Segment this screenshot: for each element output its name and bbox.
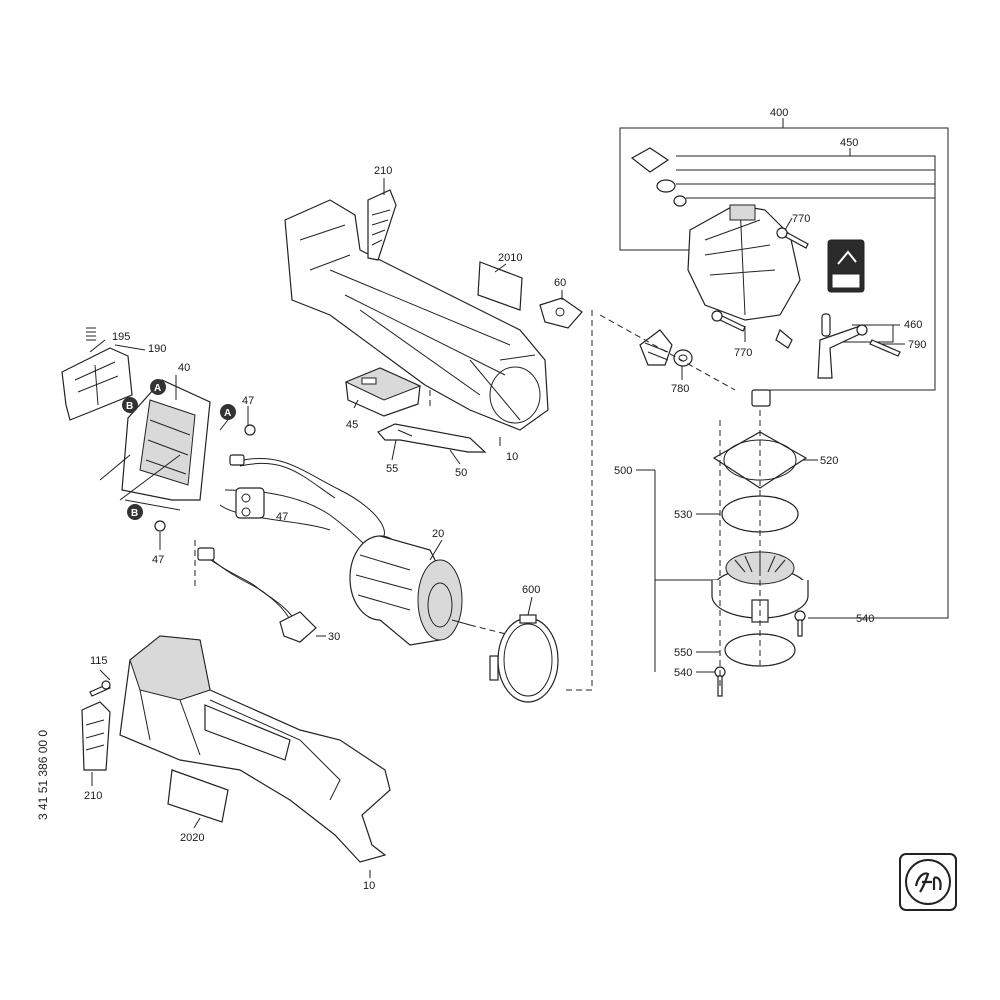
pcb-leader-lines: [89, 339, 249, 550]
callout-500: 500: [614, 465, 632, 477]
callout-45: 45: [346, 419, 358, 431]
callout-2010: 2010: [498, 252, 522, 264]
callout-47-middle: 47: [276, 511, 288, 523]
callout-47-upper: 47: [242, 395, 254, 407]
badge-a-1-text: A: [154, 383, 161, 394]
callout-770-top: 770: [792, 213, 810, 225]
callout-50: 50: [455, 467, 467, 479]
callout-550: 550: [674, 647, 692, 659]
screw-47-b: [154, 520, 166, 532]
spindle-lock-lever: [775, 313, 901, 379]
callout-20: 20: [432, 528, 444, 540]
led-part-60: [539, 297, 583, 329]
callout-770-bottom: 770: [734, 347, 752, 359]
badge-b-1-text: B: [126, 401, 133, 412]
callout-2020: 2020: [180, 832, 204, 844]
callout-40: 40: [178, 362, 190, 374]
callout-55: 55: [386, 463, 398, 475]
badge-b-2: [127, 504, 143, 520]
vent-grille-top: [367, 189, 397, 261]
callout-400: 400: [770, 107, 788, 119]
clamp-ring-600: [489, 614, 559, 703]
callout-190: 190: [148, 343, 166, 355]
reference-badges: A B A B: [122, 379, 236, 520]
callout-210-bottom: 210: [84, 790, 102, 802]
spring-195: [86, 327, 96, 341]
screw-540-right: [794, 610, 806, 637]
callout-10-lower: 10: [363, 880, 375, 892]
vent-grille-bottom: [81, 701, 111, 771]
badge-b-1: [122, 397, 138, 413]
label-plate-2020: [167, 769, 229, 823]
screws-770: [711, 227, 809, 332]
callout-540-bottom: 540: [674, 667, 692, 679]
callout-530: 530: [674, 509, 692, 521]
callout-195: 195: [112, 331, 130, 343]
badge-a-2-text: A: [224, 408, 231, 419]
screw-47-a: [244, 424, 256, 436]
callout-780: 780: [671, 383, 689, 395]
callout-60: 60: [554, 277, 566, 289]
pinion-and-bearing: [639, 329, 693, 367]
needle-bearing: [751, 389, 771, 407]
switch-cover-190: [61, 347, 133, 421]
electronics-block-45: [344, 367, 422, 417]
safety-label-icon: [827, 239, 865, 293]
wire-harness: [219, 454, 385, 546]
callout-450: 450: [840, 137, 858, 149]
badge-a-2: [220, 404, 236, 420]
label-plate-2010: [477, 261, 523, 311]
callout-600: 600: [522, 584, 540, 596]
gear-head-housing: [687, 204, 801, 321]
callout-labels: 400 450 770 770 460 790 780 500 520 530 …: [84, 107, 926, 892]
fein-logo-icon: [899, 853, 957, 911]
callout-540-right: 540: [856, 613, 874, 625]
bracket-55-50: [377, 423, 487, 453]
badge-b-2-text: B: [131, 508, 138, 519]
callout-210-top: 210: [374, 165, 392, 177]
label-leader-lines: [91, 178, 563, 878]
callout-10-upper: 10: [506, 451, 518, 463]
callout-520: 520: [820, 455, 838, 467]
document-number: 3 41 51 386 00 0: [36, 729, 50, 820]
callout-47-lower: 47: [152, 554, 164, 566]
connector-cable-30: [197, 547, 317, 643]
lock-button-parts: [630, 147, 687, 207]
callout-115: 115: [90, 655, 108, 667]
screw-115: [89, 669, 111, 697]
motor-20: [349, 535, 471, 646]
callout-460: 460: [904, 319, 922, 331]
controller-pcb-40: [121, 379, 211, 501]
callout-30: 30: [328, 631, 340, 643]
badge-a-1: [150, 379, 166, 395]
callout-790: 790: [908, 339, 926, 351]
upper-housing-shell: [284, 199, 549, 431]
gear-head-leader-lines: [619, 118, 949, 673]
lower-housing-shell: [119, 635, 391, 863]
